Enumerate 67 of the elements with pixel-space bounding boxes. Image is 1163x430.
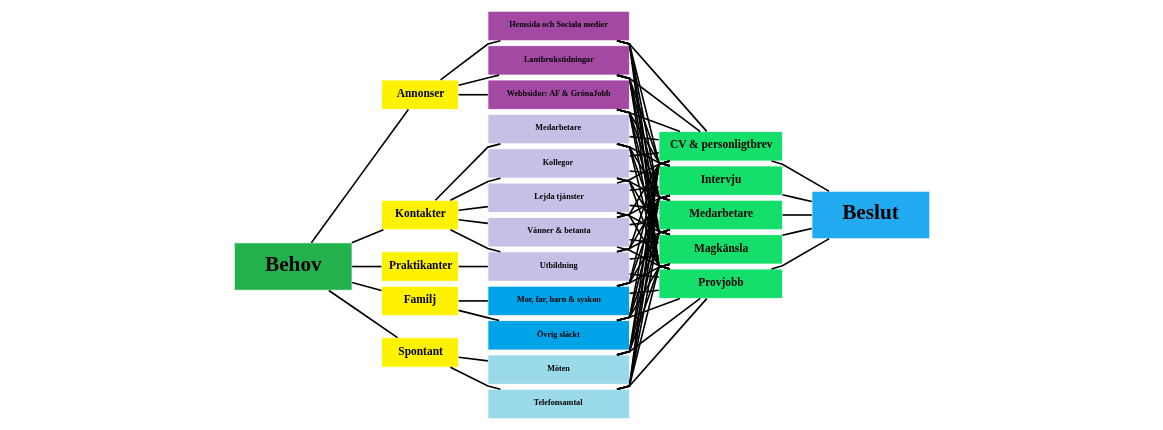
connector [457,300,489,302]
node-box: Magkänsla [658,234,783,265]
connector [350,265,382,268]
connector [615,297,681,322]
connector [457,356,489,362]
connector [628,170,660,175]
node-box: Annonser [380,79,459,110]
node-box: Intervju [658,165,783,196]
connector [628,273,660,278]
node-box: Praktikanter [380,251,459,282]
connector [781,193,813,203]
node-box: Medarbetare [487,113,630,145]
connector [457,93,489,96]
node-box: Utbildning [487,251,630,282]
node-box: Hemsida och Sociala medier [487,10,630,42]
connector [615,297,701,356]
connector [449,177,501,201]
node-box: Vänner & betanta [487,217,630,248]
node-box: Familj [380,285,459,317]
connector [770,160,830,193]
connector [628,186,660,192]
node-box: Medarbetare [658,199,783,231]
connector [770,237,830,270]
connector [781,227,813,237]
connector [628,255,660,260]
connector [457,265,489,268]
node-box: Spontant [380,337,459,368]
connector [310,108,409,244]
node-box: Övrig släckt [487,320,630,351]
connector [449,366,501,391]
connector [457,205,489,212]
connector [628,238,660,244]
connector [439,39,501,81]
node-box: Behov [233,242,352,291]
node-box: Kollegor [487,148,630,179]
node-box: Lejda tjänster [487,182,630,213]
connector [628,135,660,141]
connector [457,74,500,87]
connector [615,143,671,270]
connector [615,108,671,270]
node-box: Kontakter [380,199,459,231]
connector [350,228,384,244]
connector [457,218,489,225]
connector [449,229,501,253]
node-box: Provjobb [658,268,783,299]
connector [615,297,708,391]
connector [615,211,671,270]
node-box: Beslut [811,190,930,240]
node-box: Mor, far, barn & syskon [487,285,630,317]
node-box: CV & personligtbrev [658,131,783,162]
connector [615,74,671,236]
connector [327,289,398,339]
node-box: Möten [487,354,630,385]
node-box: Lantbrukstidningar [487,45,630,76]
connector [628,289,660,295]
connector [628,220,660,226]
connector [457,309,500,322]
node-box: Webbsidor: AF & GrönaJobb [487,79,630,110]
connector [615,246,671,270]
connector [781,214,813,216]
connector [434,143,501,202]
connector [350,281,382,292]
connector [615,177,671,270]
connector [628,204,660,210]
node-box: Telefonsamtal [487,388,630,420]
connector [628,152,660,157]
connector [615,74,671,270]
